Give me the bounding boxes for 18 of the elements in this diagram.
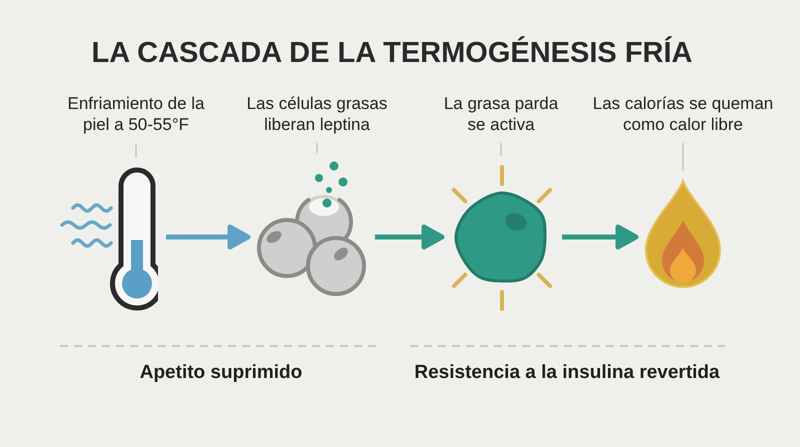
fat-cells-icon — [256, 161, 367, 297]
outcome-label: Resistencia a la insulina revertida — [414, 361, 720, 385]
arrow — [375, 224, 444, 250]
leader-line — [500, 143, 502, 156]
step-label: La grasa parda se activa — [442, 93, 560, 135]
outcome-label: Apetito suprimido — [140, 361, 302, 385]
step-label: Las células grasas liberan leptina — [246, 93, 388, 135]
arrow — [562, 224, 638, 250]
arrow — [166, 224, 250, 250]
leader-line — [682, 143, 684, 171]
thermometer-icon — [58, 166, 158, 312]
step-label: Las calorías se queman como calor libre — [592, 93, 774, 135]
leader-line — [135, 143, 137, 158]
flame-icon — [644, 179, 722, 289]
radiating-cell-icon — [450, 164, 554, 312]
leader-line — [316, 143, 318, 153]
title: LA CASCADA DE LA TERMOGÉNESIS FRÍA — [92, 36, 692, 70]
step-label: Enfriamiento de la piel a 50-55°F — [66, 93, 206, 135]
